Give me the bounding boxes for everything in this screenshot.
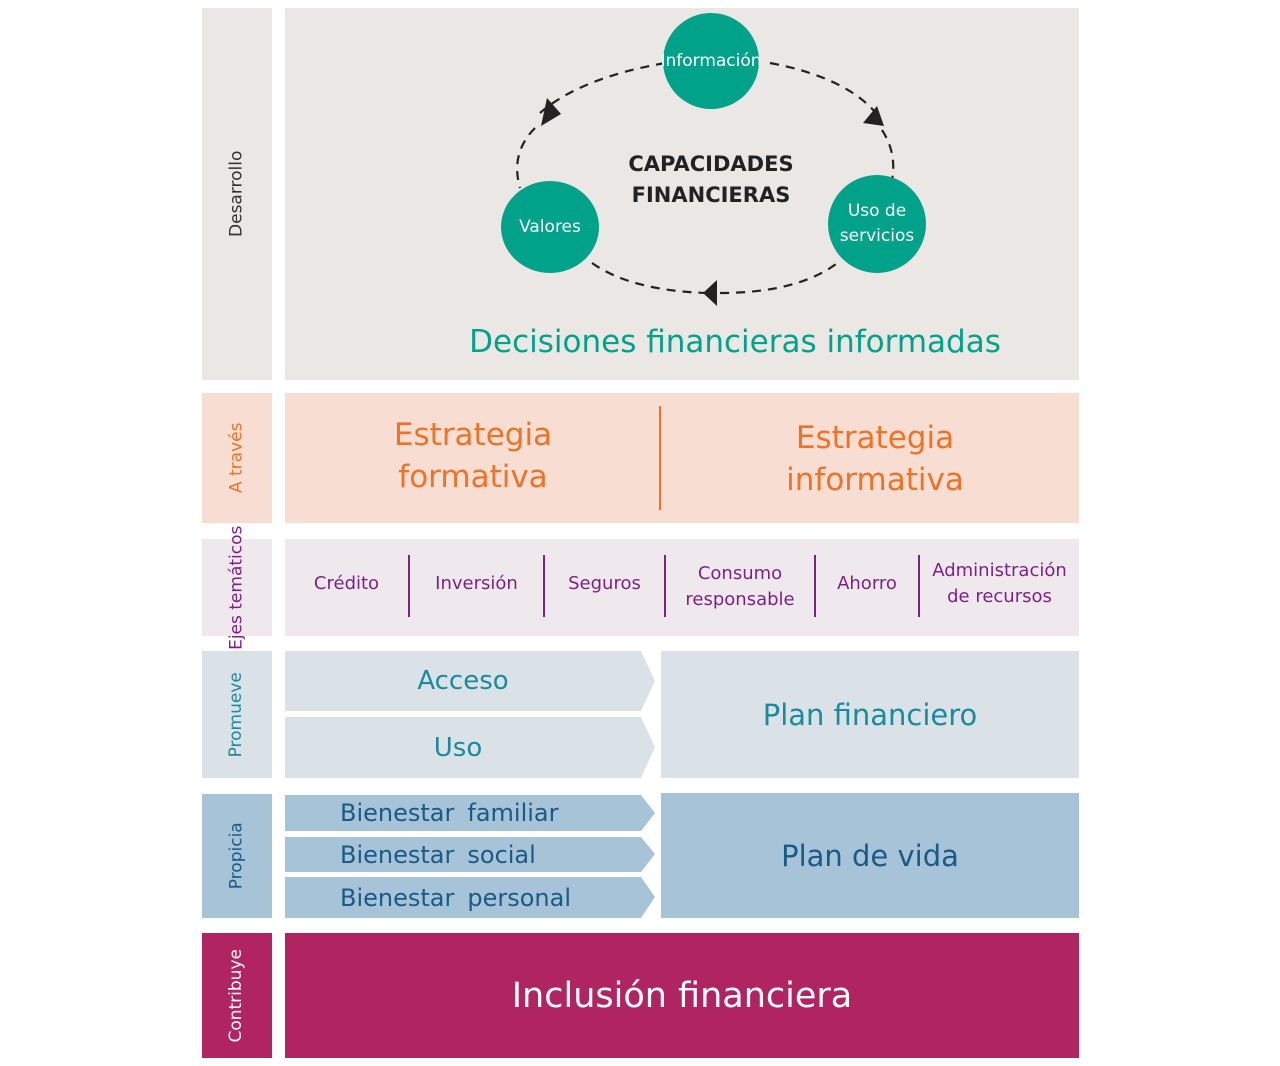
a-traves-divider	[659, 406, 661, 510]
eje-inversion: Inversión	[435, 572, 518, 594]
eje-divider-1	[408, 555, 410, 617]
propicia-side-panel: Propicia	[202, 794, 272, 918]
eje-divider-5	[918, 555, 920, 617]
inclusion-financiera-panel: Inclusión financiera	[285, 933, 1079, 1058]
plan-financiero-panel: Plan financiero	[661, 651, 1079, 778]
eje-divider-2	[543, 555, 545, 617]
eje-ahorro: Ahorro	[837, 572, 897, 594]
circle-valores-label: Valores	[519, 216, 581, 237]
bienestar-familiar-word1: Bienestar	[340, 799, 455, 827]
contribuye-side-panel: Contribuye	[202, 933, 272, 1058]
circle-informacion: Información	[660, 13, 762, 109]
circle-uso-de-servicios-label: Uso de servicios	[839, 201, 915, 246]
bienestar-social-word2: social	[467, 840, 536, 869]
circle-valores: Valores	[501, 181, 599, 273]
plan-de-vida-label: Plan de vida	[781, 838, 959, 873]
bienestar-familiar-word2: familiar	[467, 799, 559, 827]
a-traves-side-label: A través	[226, 422, 247, 494]
promueve-arrow-uso: Uso	[285, 717, 655, 778]
desarrollo-side-label: Desarrollo	[226, 150, 247, 238]
cycle-dashed-arrows	[516, 61, 895, 306]
propicia-arrow-bienestar-social: Bienestar social	[285, 837, 655, 872]
promueve-side-label: Promueve	[226, 671, 247, 758]
eje-consumo-responsable: Consumo responsable	[685, 563, 795, 610]
acceso-label: Acceso	[417, 666, 509, 696]
uso-label: Uso	[433, 732, 483, 763]
ejes-side-label: Ejes temáticos	[226, 525, 247, 650]
ejes-side-panel: Ejes temáticos	[202, 525, 272, 650]
eje-credito: Crédito	[313, 572, 380, 594]
inclusion-financiera-label: Inclusión financiera	[511, 975, 853, 1016]
propicia-arrow-bienestar-personal: Bienestar personal	[285, 877, 655, 918]
capacidades-financieras-title: CAPACIDADES FINANCIERAS	[628, 151, 794, 208]
plan-financiero-label: Plan financiero	[762, 697, 978, 732]
promueve-arrow-acceso: Acceso	[285, 651, 655, 711]
bienestar-social-word1: Bienestar	[340, 840, 455, 869]
plan-de-vida-panel: Plan de vida	[661, 793, 1079, 918]
arrowhead-top-left	[541, 98, 561, 126]
decisiones-financieras-informadas: Decisiones financieras informadas	[469, 324, 1001, 360]
ejes-main-panel: Crédito Inversión Seguros Consumo respon…	[285, 539, 1079, 636]
desarrollo-main-panel: CAPACIDADES FINANCIERAS Información Uso …	[285, 8, 1079, 380]
propicia-arrow-bienestar-familiar: Bienestar familiar	[285, 795, 655, 831]
bienestar-personal-word1: Bienestar	[340, 883, 455, 912]
circle-informacion-label: Información	[660, 50, 762, 71]
arrowhead-bottom	[703, 280, 717, 306]
a-traves-side-panel: A través	[202, 393, 272, 523]
propicia-side-label: Propicia	[226, 822, 247, 890]
eje-seguros: Seguros	[568, 572, 641, 594]
estrategia-informativa: Estrategia informativa	[786, 420, 964, 498]
eje-administracion-de-recursos: Administración de recursos	[932, 560, 1067, 607]
desarrollo-side-panel: Desarrollo	[202, 8, 272, 380]
contribuye-side-label: Contribuye	[226, 948, 247, 1043]
bienestar-personal-word2: personal	[467, 883, 572, 912]
a-traves-main-panel: Estrategia formativa Estrategia informat…	[285, 393, 1079, 523]
promueve-side-panel: Promueve	[202, 651, 272, 778]
eje-divider-3	[664, 555, 666, 617]
arrowhead-top-right	[863, 106, 884, 126]
circle-uso-de-servicios: Uso de servicios	[828, 175, 926, 273]
estrategia-formativa: Estrategia formativa	[393, 417, 553, 495]
eje-divider-4	[814, 555, 816, 617]
